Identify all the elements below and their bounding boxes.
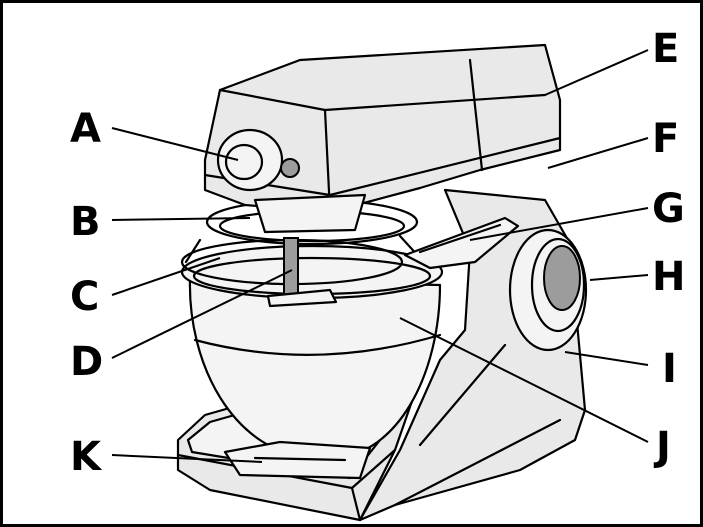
bowl-mount bbox=[223, 440, 372, 480]
speed-knob bbox=[216, 128, 300, 192]
beater-shaft bbox=[266, 237, 338, 308]
leader-lines bbox=[111, 49, 649, 463]
callout-labels: A B C D E F G H I J K bbox=[70, 26, 685, 480]
label-c: C bbox=[70, 274, 99, 320]
feed-shelf bbox=[403, 216, 520, 270]
label-k: K bbox=[70, 434, 103, 480]
label-j: J bbox=[653, 424, 671, 470]
label-f: F bbox=[652, 116, 679, 162]
drive-hub bbox=[253, 193, 367, 234]
label-b: B bbox=[70, 199, 101, 245]
label-e: E bbox=[652, 26, 679, 72]
label-d: D bbox=[70, 339, 103, 385]
label-h: H bbox=[652, 254, 685, 300]
attachment-outlet bbox=[508, 228, 588, 352]
label-i: I bbox=[662, 346, 677, 392]
label-g: G bbox=[652, 186, 685, 232]
label-a: A bbox=[70, 106, 101, 152]
